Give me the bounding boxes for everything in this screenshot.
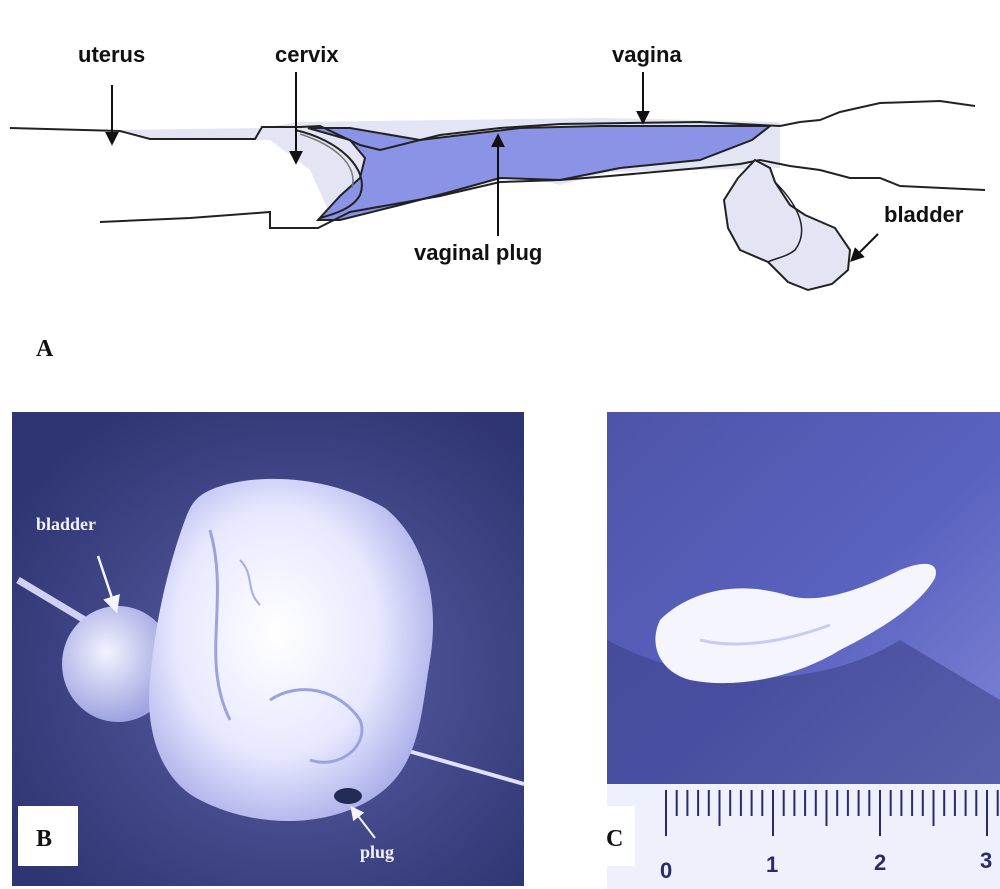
label-cervix: cervix — [275, 42, 339, 67]
label-b-plug: plug — [360, 842, 394, 862]
ruler-number-3: 3 — [980, 848, 992, 873]
label-vagina: vagina — [612, 42, 682, 67]
ruler-number-2: 2 — [874, 850, 886, 875]
label-b-bladder: bladder — [36, 514, 96, 534]
bladder-shape — [724, 160, 850, 290]
panel-a: uterus cervix vagina vaginal plug bladde… — [10, 42, 985, 362]
panel-b-letter: B — [36, 826, 52, 852]
plug-end — [334, 788, 362, 804]
arrow-bladder — [852, 234, 878, 260]
ruler-number-1: 1 — [766, 852, 778, 877]
vaginal-plug-shape — [308, 126, 770, 220]
panel-b: bladder plug B — [12, 412, 524, 886]
label-uterus: uterus — [78, 42, 145, 67]
tissue-specimen — [149, 479, 433, 821]
panel-a-letter: A — [36, 336, 54, 362]
label-vaginal-plug: vaginal plug — [414, 240, 542, 265]
ruler-number-0: 0 — [660, 858, 672, 883]
panel-c: 0 1 2 3 C — [606, 412, 1000, 889]
panel-c-letter: C — [606, 826, 623, 852]
label-bladder: bladder — [884, 202, 964, 227]
